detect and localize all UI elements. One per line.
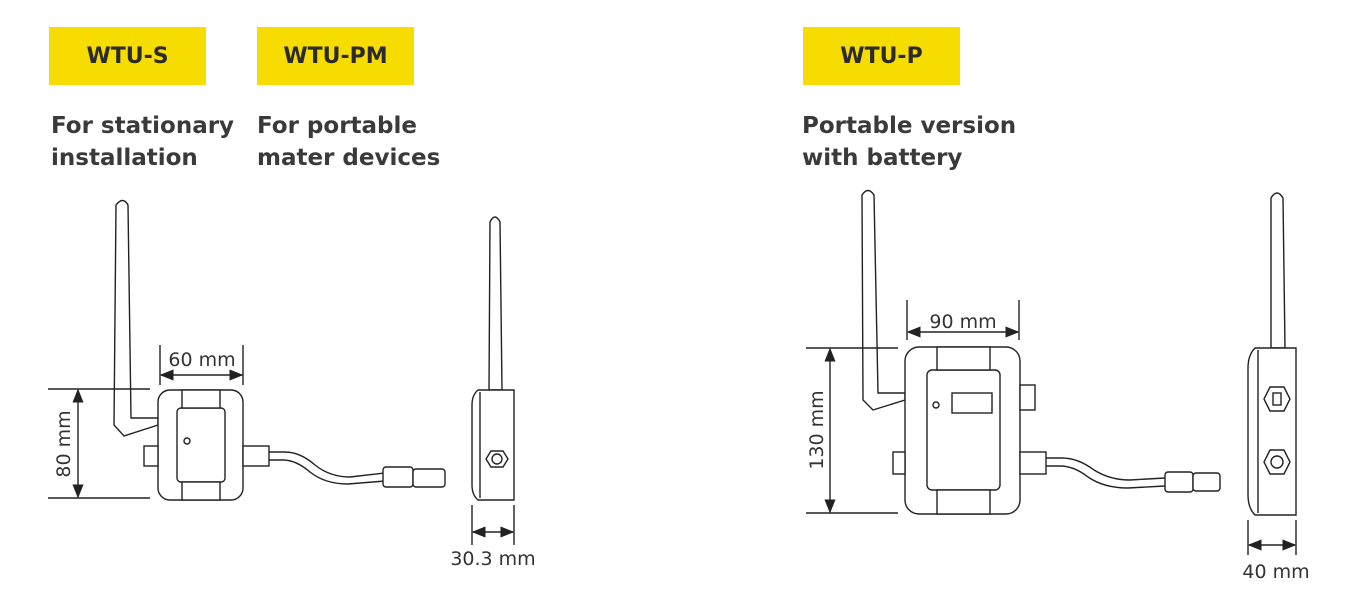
badge-wtu-pm: WTU-PM xyxy=(257,27,414,85)
description-wtu-pm: For portable mater devices xyxy=(257,110,440,174)
description-line: mater devices xyxy=(257,145,441,171)
description-line: installation xyxy=(51,145,198,171)
description-line: Portable version xyxy=(802,113,1017,139)
description-wtu-s: For stationary installation xyxy=(51,110,234,174)
description-wtu-p: Portable version with battery xyxy=(802,110,1016,174)
description-line: For stationary xyxy=(51,113,235,139)
small-device-side xyxy=(471,216,515,501)
description-line: with battery xyxy=(802,145,963,171)
description-line: For portable xyxy=(257,113,418,139)
dimension-small-depth: 30.3 mm xyxy=(450,548,535,570)
antenna-icon xyxy=(488,216,503,391)
antenna-icon xyxy=(1270,192,1286,349)
small-device-front xyxy=(113,199,446,501)
badge-wtu-p: WTU-P xyxy=(803,27,960,85)
antenna-icon xyxy=(861,189,906,411)
dimension-large-height: 130 mm xyxy=(806,390,828,469)
antenna-icon xyxy=(113,199,159,437)
dimension-large-depth: 40 mm xyxy=(1242,561,1309,583)
dimension-small-height: 80 mm xyxy=(53,410,75,477)
large-device-side xyxy=(1247,192,1297,516)
badge-wtu-s: WTU-S xyxy=(49,27,206,85)
dimension-small-width: 60 mm xyxy=(168,349,235,371)
dimension-large-width: 90 mm xyxy=(929,311,996,333)
large-device-front xyxy=(861,189,1221,515)
